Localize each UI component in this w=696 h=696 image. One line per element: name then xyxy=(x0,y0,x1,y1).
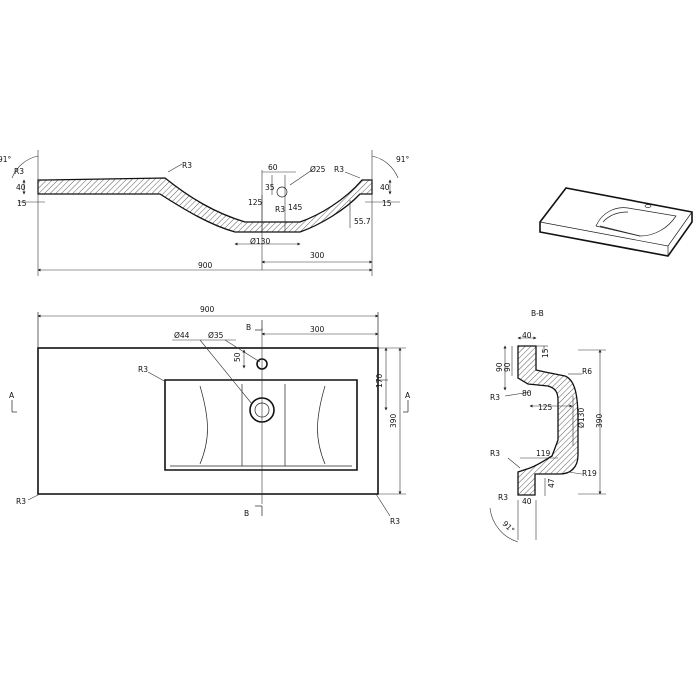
dim-300-plan: 300 xyxy=(310,325,325,334)
dim-phi130: Ø130 xyxy=(250,237,270,246)
dim-phi44: Ø44 xyxy=(174,331,190,340)
dim-35: 35 xyxy=(265,183,275,192)
bb-dim-90-b: 90 xyxy=(503,362,512,372)
dim-40-left: 40 xyxy=(16,183,26,192)
dim-phi35: Ø35 xyxy=(208,331,224,340)
dim-300-top: 300 xyxy=(310,251,325,260)
dim-125: 125 xyxy=(248,198,263,207)
section-mark-b-bottom: B xyxy=(244,509,249,518)
bb-radius-r19: R19 xyxy=(582,469,597,478)
dim-900-top: 900 xyxy=(198,261,213,270)
angle-right-label: 91° xyxy=(396,155,410,164)
section-mark-a-right: A xyxy=(405,391,411,400)
dim-170-plan: 170 xyxy=(375,373,384,388)
section-mark-a-left: A xyxy=(9,391,15,400)
cross-section-view: 91° 91° R3 R3 R3 R3 40 40 15 15 60 35 12… xyxy=(0,150,410,276)
radius-left-label: R3 xyxy=(14,167,24,176)
dim-15-left: 15 xyxy=(17,199,27,208)
bb-radius-r3-bottom: R3 xyxy=(498,493,508,502)
radius-right-label: R3 xyxy=(334,165,344,174)
bb-radius-r3-mid: R3 xyxy=(490,449,500,458)
bb-dim-90-a: 90 xyxy=(495,362,504,372)
radius-drain-label: R3 xyxy=(275,205,285,214)
radius-bottom-left-label: R3 xyxy=(16,497,26,506)
countertop-outline xyxy=(37,347,379,495)
bb-dim-phi130: Ø130 xyxy=(577,408,586,428)
dim-phi25: Ø25 xyxy=(310,165,326,174)
dim-900-plan: 900 xyxy=(200,305,215,314)
angle-left-label: 91° xyxy=(0,155,12,164)
section-bb-shape xyxy=(517,345,579,496)
dim-60: 60 xyxy=(268,163,278,172)
bb-dim-390: 390 xyxy=(595,413,604,428)
bb-angle-bottom: 91° xyxy=(501,519,517,535)
plan-view: 900 Ø44 Ø35 300 50 170 390 R3 R3 R3 A A … xyxy=(9,305,411,526)
radius-inner-label: R3 xyxy=(138,365,148,374)
section-bb-view: B-B 40 15 90 90 R3 80 R6 125 Ø130 390 R3… xyxy=(489,309,606,543)
bb-dim-47: 47 xyxy=(547,478,556,488)
dim-145: 145 xyxy=(288,203,303,212)
bb-dim-80: 80 xyxy=(522,389,532,398)
basin-outline xyxy=(164,379,358,471)
section-mark-b-top: B xyxy=(246,323,251,332)
bb-dim-40-top: 40 xyxy=(522,331,532,340)
radius-bottom-right-label: R3 xyxy=(390,517,400,526)
section-bb-title: B-B xyxy=(531,309,544,318)
bb-dim-125: 125 xyxy=(538,403,553,412)
isometric-thumbnail xyxy=(539,187,693,257)
bb-dim-40-bottom: 40 xyxy=(522,497,532,506)
bb-dim-15: 15 xyxy=(541,348,550,358)
bb-radius-r6: R6 xyxy=(582,367,592,376)
dim-55-7: 55.7 xyxy=(354,217,371,226)
bb-dim-119: 119 xyxy=(536,449,551,458)
bb-radius-r3-top: R3 xyxy=(490,393,500,402)
dim-40-right: 40 xyxy=(380,183,390,192)
dim-390-plan: 390 xyxy=(389,413,398,428)
dim-15-right: 15 xyxy=(382,199,392,208)
radius-mid-label: R3 xyxy=(182,161,192,170)
dim-50-plan: 50 xyxy=(233,352,242,362)
basin-section-shape xyxy=(37,177,373,233)
